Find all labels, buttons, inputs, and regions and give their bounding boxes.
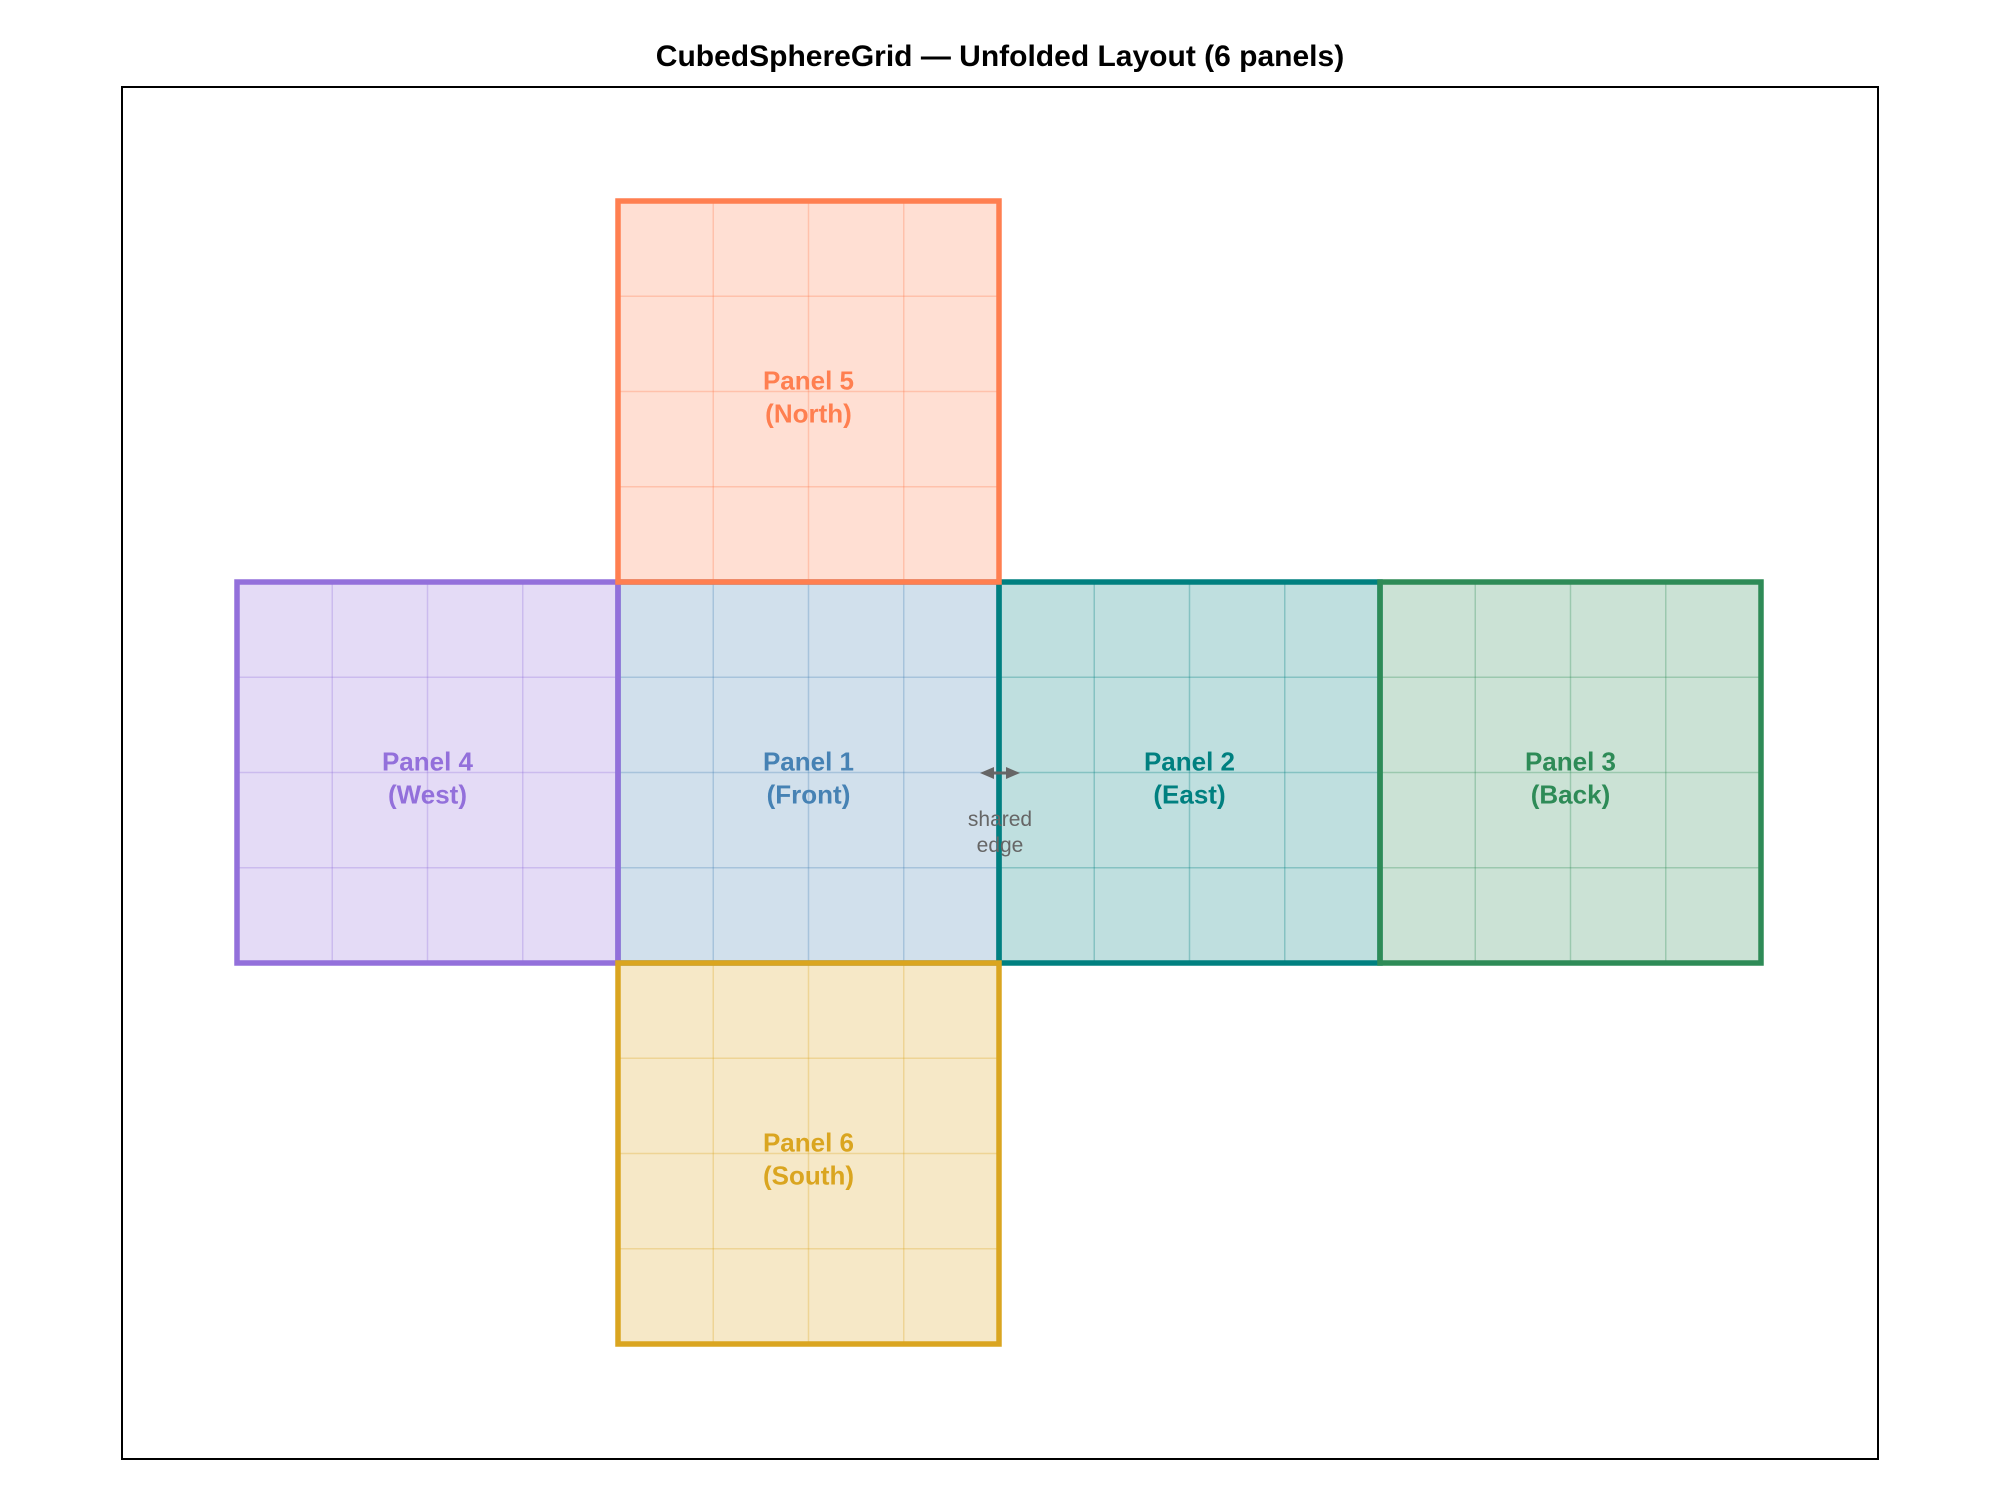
- panel-2: Panel 2(East): [996, 579, 1383, 966]
- panel-label: Panel 1: [763, 747, 854, 777]
- panel-fill: [618, 201, 999, 582]
- shared-edge-label-line2: edge: [977, 834, 1024, 857]
- panel-6: Panel 6(South): [615, 960, 1002, 1347]
- shared-edge-label-line1: shared: [968, 808, 1032, 831]
- panel-name: (Front): [767, 780, 851, 810]
- plot-frame: [121, 86, 1879, 1460]
- panel-fill: [237, 582, 618, 963]
- panel-3: Panel 3(Back): [1377, 579, 1764, 966]
- panel-1: Panel 1(Front): [615, 579, 1002, 966]
- panel-fill: [618, 582, 999, 963]
- panel-name: (West): [388, 780, 467, 810]
- panel-5: Panel 5(North): [615, 198, 1002, 585]
- panel-name: (South): [763, 1161, 854, 1191]
- panel-label: Panel 4: [382, 747, 474, 777]
- shared-edge-annotation: shared edge: [968, 767, 1032, 857]
- panel-label: Panel 2: [1144, 747, 1235, 777]
- panel-fill: [999, 582, 1380, 963]
- panel-border: [615, 960, 1002, 1347]
- panel-label: Panel 5: [763, 366, 854, 396]
- panel-name: (North): [765, 399, 852, 429]
- arrow-head-right: [1006, 767, 1020, 779]
- panel-4: Panel 4(West): [234, 579, 621, 966]
- diagram-title: CubedSphereGrid — Unfolded Layout (6 pan…: [655, 40, 1345, 73]
- panel-name: (East): [1153, 780, 1225, 810]
- panel-label: Panel 6: [763, 1128, 854, 1158]
- panel-border: [1377, 579, 1764, 966]
- panel-border: [615, 198, 1002, 585]
- arrow-head-left: [980, 767, 994, 779]
- panel-border: [234, 579, 621, 966]
- panel-name: (Back): [1531, 780, 1610, 810]
- panel-fill: [618, 963, 999, 1344]
- panel-fill: [1380, 582, 1761, 963]
- panel-label: Panel 3: [1525, 747, 1616, 777]
